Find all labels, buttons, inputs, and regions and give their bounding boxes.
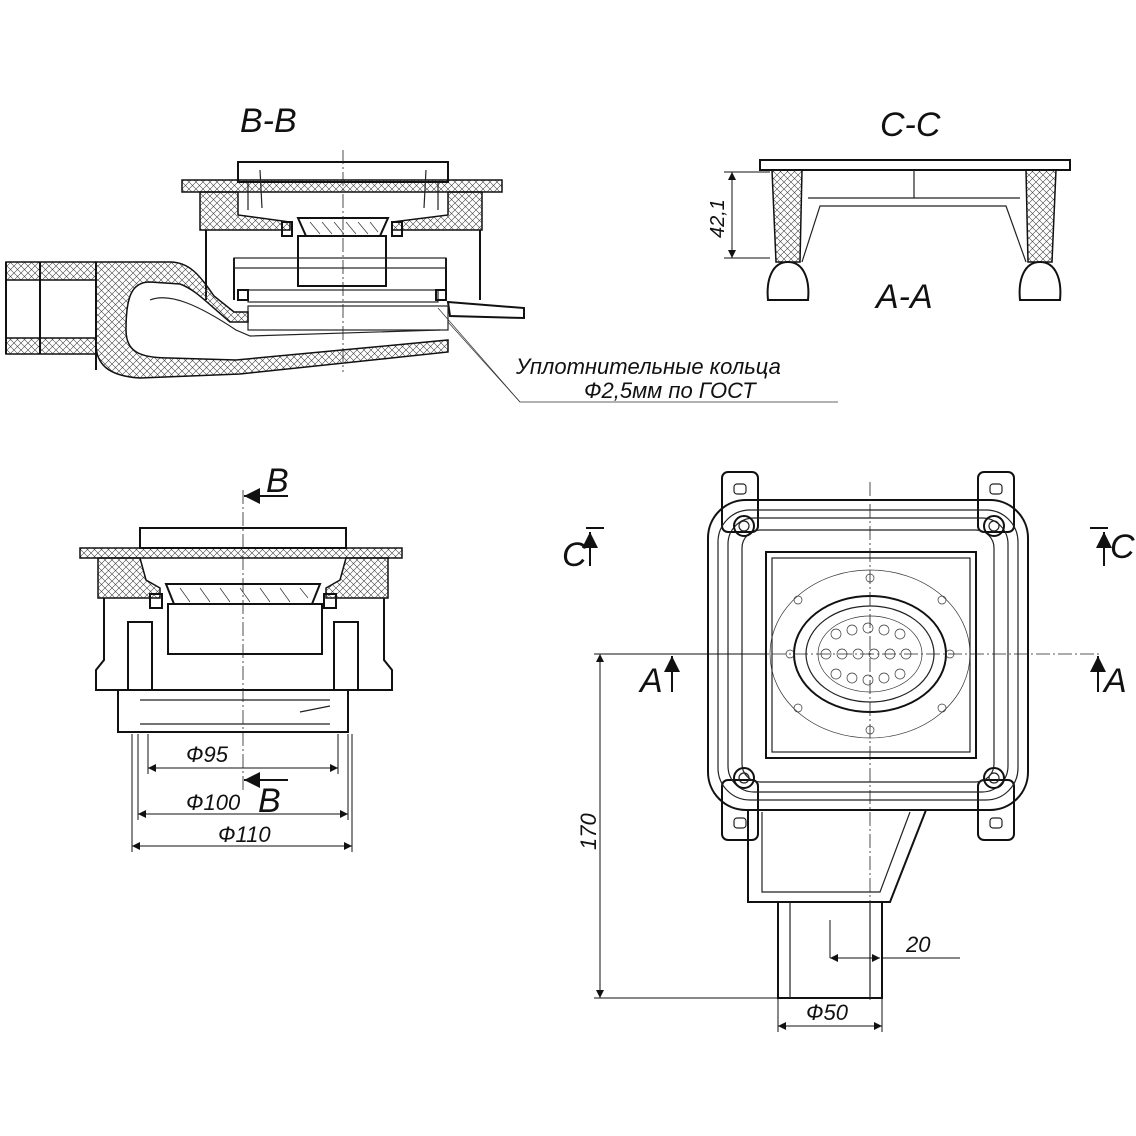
plan-body-outer (707, 499, 1029, 811)
plan-outlet-pipe (777, 901, 883, 999)
plan-tab-tr (977, 471, 1015, 533)
bb-base (446, 300, 525, 320)
section-bb: B-B Уплотнительные ко (5, 102, 838, 403)
screw-br (983, 767, 1005, 789)
dim-width-20: 20 (905, 932, 931, 957)
plan-grate (765, 551, 977, 759)
dim-d95: Ф95 (186, 742, 229, 767)
plan-tab-tl (721, 471, 759, 533)
bb-outlet-elbow (95, 261, 449, 379)
cc-wall-left (771, 169, 803, 263)
bb-body-right (391, 191, 483, 231)
front-view: B B Ф95 Ф100 Ф110 (79, 462, 403, 852)
bb-outlet-bottom (5, 337, 97, 355)
section-cc: C-C A-A 42,1 (707, 106, 1071, 316)
front-outlet (117, 689, 349, 733)
cut-marker-a-left: A (638, 662, 663, 700)
cut-marker-a-right: A (1102, 662, 1127, 700)
front-body-left (97, 557, 161, 599)
dim-d110: Ф110 (218, 822, 271, 847)
plan-outlet-body (747, 809, 927, 903)
screw-bl (733, 767, 755, 789)
section-aa-title: A-A (874, 278, 933, 316)
screw-tr (983, 515, 1005, 537)
bb-trap-cup (297, 235, 387, 287)
plan-view: C C A A (562, 471, 1135, 1032)
bb-body-left (199, 191, 291, 231)
sealing-note-line1: Уплотнительные кольца (515, 354, 781, 379)
bb-outlet-top (5, 261, 97, 281)
section-bb-title: B-B (240, 102, 297, 140)
cut-marker-c-right: C (1110, 528, 1135, 566)
dim-height-cc: 42,1 (707, 199, 729, 238)
front-trap-cup (167, 603, 323, 655)
section-cc-title: C-C (880, 106, 941, 144)
cc-top-plate (759, 159, 1071, 171)
cc-foot-left (766, 260, 810, 301)
front-flange (79, 547, 403, 559)
screw-tl (733, 515, 755, 537)
cc-foot-right (1018, 260, 1062, 301)
dim-height-170: 170 (576, 813, 601, 850)
cut-marker-b-top: B (266, 462, 289, 500)
cc-wall-right (1025, 169, 1057, 263)
cut-marker-c-left: C (562, 536, 587, 574)
sealing-note-line2: Ф2,5мм по ГОСТ (584, 378, 757, 403)
front-body-right (325, 557, 389, 599)
dim-d50: Ф50 (806, 1000, 849, 1025)
dim-d100: Ф100 (186, 790, 241, 815)
